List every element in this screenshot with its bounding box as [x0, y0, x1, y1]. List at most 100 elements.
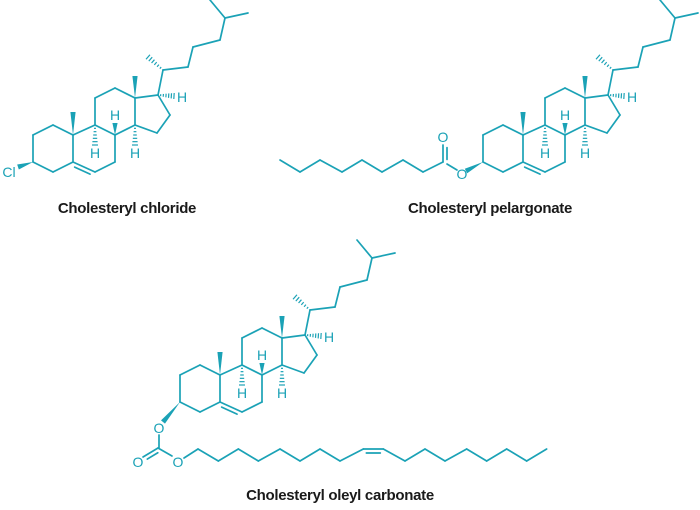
oleyl-chain-bond: [465, 448, 488, 462]
bond-C20-C22: [612, 66, 639, 71]
double-bond-C5-C6: [72, 161, 96, 173]
bond-C13-C17: [134, 94, 159, 99]
bond-C12-C13: [564, 87, 586, 99]
hash-mark: [300, 301, 305, 306]
methyl-hash-C21: [292, 294, 309, 309]
bond-C3-C4: [32, 161, 54, 173]
wedge-H8: [259, 363, 265, 375]
hash-mark: [295, 296, 300, 302]
wedge-C3-O: [161, 402, 180, 424]
hash-H14: [279, 367, 285, 386]
hydrogen-label: H: [277, 385, 287, 401]
hash-mark: [306, 306, 309, 309]
bond-C17-C20: [304, 309, 311, 336]
bond-C-O: [157, 447, 173, 457]
oleyl-chain-bond: [382, 448, 406, 462]
methyl-hash-C21: [595, 54, 612, 69]
bond-C25-C27: [356, 239, 373, 259]
hash-H9: [92, 127, 98, 146]
oleyl-chain-bond: [257, 448, 281, 462]
bond-C8-C9: [241, 364, 263, 376]
methyl-wedge-C19: [217, 352, 223, 375]
wedge-C3-Cl: [17, 162, 33, 170]
methyl-wedge-C18: [132, 76, 138, 98]
bond-C4-C5: [502, 161, 524, 173]
bond-C8-C9: [544, 124, 566, 136]
pelargonate-chain-bond: [381, 159, 404, 173]
bond-C16-C15: [303, 354, 318, 374]
bond-C11-C12: [544, 87, 566, 99]
bond-C14-C8: [261, 364, 283, 376]
bond-C4-C5: [199, 401, 221, 413]
bond-C14-C8: [114, 124, 136, 136]
wedge-H8: [562, 123, 568, 135]
bond-C17-C16: [607, 94, 621, 116]
oleyl-chain-bond: [505, 448, 528, 462]
bond-C14-C8: [564, 124, 586, 136]
bond-C10-C1: [502, 124, 524, 136]
double-bond-C5-C6-inner: [73, 166, 91, 175]
oleyl-chain-bond: [485, 448, 508, 462]
bond-C20-C22: [162, 66, 189, 71]
wedge-H8: [112, 123, 118, 135]
hash-mark: [148, 56, 153, 62]
oleyl-chain-bond: [319, 448, 341, 462]
bond-C17-C16: [304, 334, 318, 356]
bond-C6-C7: [94, 161, 116, 173]
hash-H17: [610, 92, 625, 100]
pelargonate-chain-bond: [299, 159, 321, 173]
bond-C25-C26: [224, 12, 249, 19]
bond-C20-C22: [309, 306, 336, 311]
pelargonate-chain-bond: [361, 159, 383, 173]
pelargonate-chain-bond: [341, 159, 363, 173]
bond-C3-C4: [482, 161, 504, 173]
bond-C12-C13: [261, 327, 283, 339]
hash-mark: [601, 59, 605, 64]
hash-mark: [151, 59, 155, 64]
hash-mark: [303, 304, 307, 308]
bond-C11-C12: [241, 327, 263, 339]
oleyl-chain-bond: [404, 448, 426, 462]
bond-C23-C24: [192, 39, 221, 48]
bond-C25-C26: [674, 12, 699, 19]
double-bond-C5-C6-inner: [220, 406, 238, 415]
hash-mark: [609, 66, 612, 69]
methyl-wedge-C18: [582, 76, 588, 98]
oleyl-chain-bond: [339, 448, 365, 462]
bond-C25-C26: [371, 252, 396, 259]
bond-C22-C23: [187, 46, 194, 68]
caption-cholesteryl-oleyl-carbonate: Cholesteryl oleyl carbonate: [246, 487, 434, 504]
carbonate-double-bond: [142, 447, 159, 458]
hydrogen-label: H: [580, 145, 590, 161]
oleyl-chain-bond: [424, 448, 446, 462]
bond-C9-C10: [219, 364, 243, 376]
hydrogen-label: H: [110, 107, 120, 123]
hash-H17: [160, 92, 175, 100]
bond-C1-C2: [179, 364, 201, 376]
oleyl-chain-bond: [197, 448, 220, 462]
caption-cholesteryl-pelargonate: Cholesteryl pelargonate: [408, 200, 572, 217]
bond-C17-C20: [157, 69, 164, 96]
hash-mark: [153, 61, 158, 66]
carbonyl-oxygen-label: O: [438, 129, 449, 145]
bond-C3-C4: [179, 401, 201, 413]
bond-C16-C15: [606, 114, 621, 134]
methyl-hash-C21: [145, 54, 162, 69]
pelargonate-chain-bond: [402, 159, 424, 173]
hydrogen-label: H: [560, 107, 570, 123]
bond-C13-C17: [281, 334, 306, 339]
bond-C13-C17: [584, 94, 609, 99]
bond-C6-C7: [544, 161, 566, 173]
pelargonate-chain-bond: [279, 159, 301, 173]
oleyl-chain-bond: [525, 448, 548, 462]
bond-C1-C2: [32, 124, 54, 136]
hash-mark: [292, 294, 298, 300]
hash-mark: [298, 299, 302, 304]
hydrogen-label: H: [130, 145, 140, 161]
bond-C9-C10: [72, 124, 96, 136]
bond-C6-C7: [241, 401, 263, 413]
bond-C22-C23: [334, 286, 341, 308]
bond-C22-C23: [637, 46, 644, 68]
carbonate-double-bond-inner: [146, 451, 159, 460]
bond-C11-C12: [94, 87, 116, 99]
